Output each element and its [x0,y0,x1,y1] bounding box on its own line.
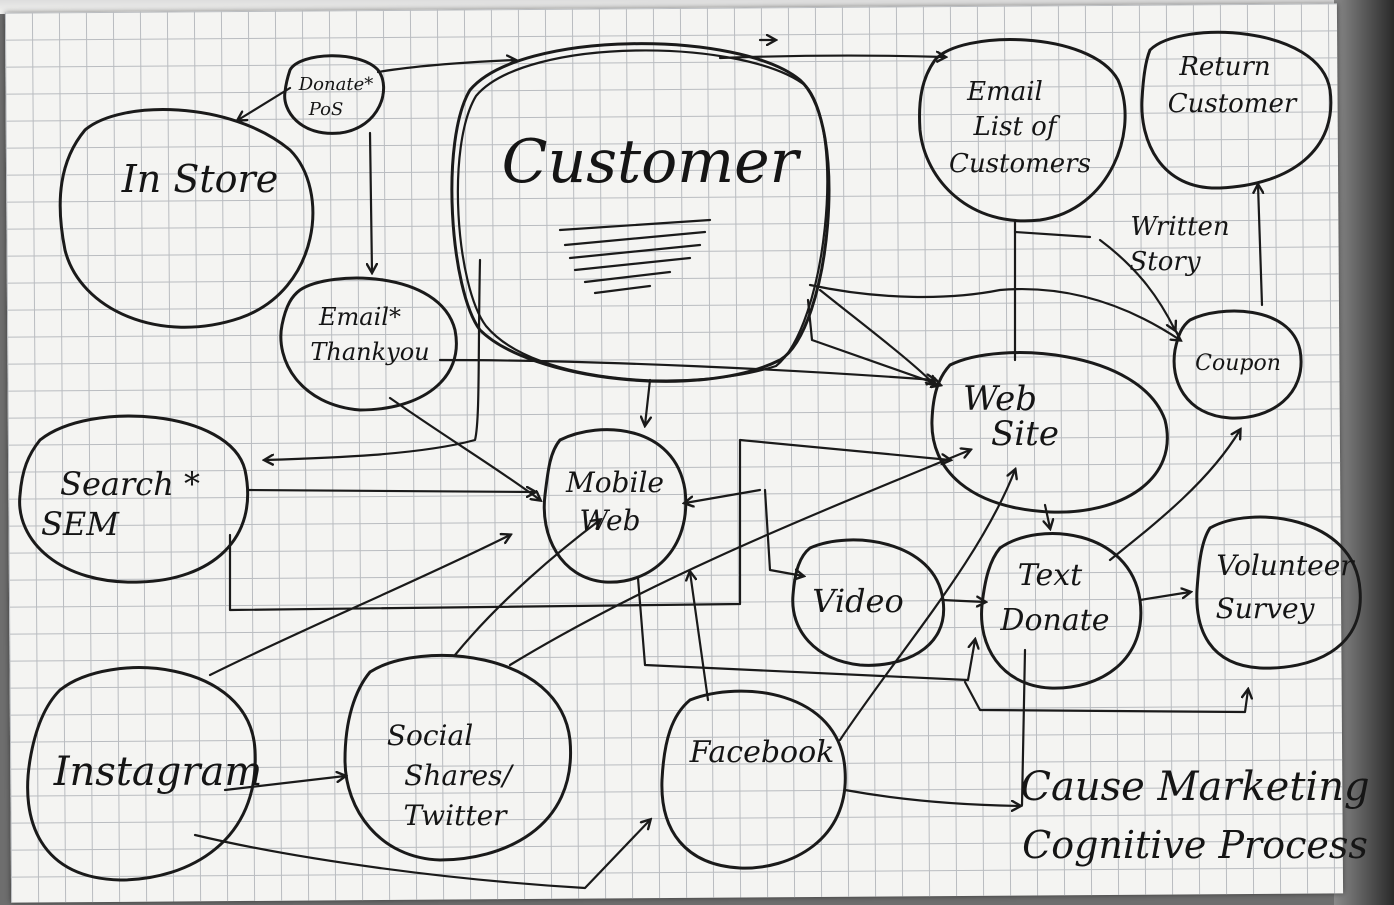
mobile-web-circle [542,428,688,584]
customer-circle [450,42,831,383]
web-site-circle [930,351,1169,514]
email-list-circle [918,38,1127,223]
in-store-circle [58,108,315,329]
caption-line-2: Cognitive Process [1022,823,1368,867]
caption-line-1: Cause Marketing [1020,764,1369,810]
video-label: Video [812,582,903,620]
email-thankyou-label: Email*Thankyou [310,303,429,366]
donate-pos-label: Donate*PoS [298,74,373,120]
video-circle [791,538,946,667]
search-sem-circle [18,414,250,584]
search-sem-label: Search *SEM [41,465,200,543]
coupon-label: Coupon [1195,351,1281,376]
facebook-circle [660,689,847,870]
connector-lines [193,40,1262,890]
social-shares-circle [343,653,573,862]
desk-background [1334,0,1394,905]
instagram-label: Instagram [53,749,263,795]
volunteer-survey-circle [1195,515,1362,670]
instagram-circle [26,666,257,882]
customer-label: Customer [502,127,802,197]
email-thankyou-circle [279,276,458,412]
return-customer-circle [1140,30,1333,190]
customer-scribble [558,218,712,295]
facebook-label: Facebook [689,735,835,770]
donate-pos-circle [283,54,386,135]
customer-circle-outline-2 [456,49,829,382]
in-store-label: In Store [121,157,278,201]
coupon-circle [1172,309,1303,420]
